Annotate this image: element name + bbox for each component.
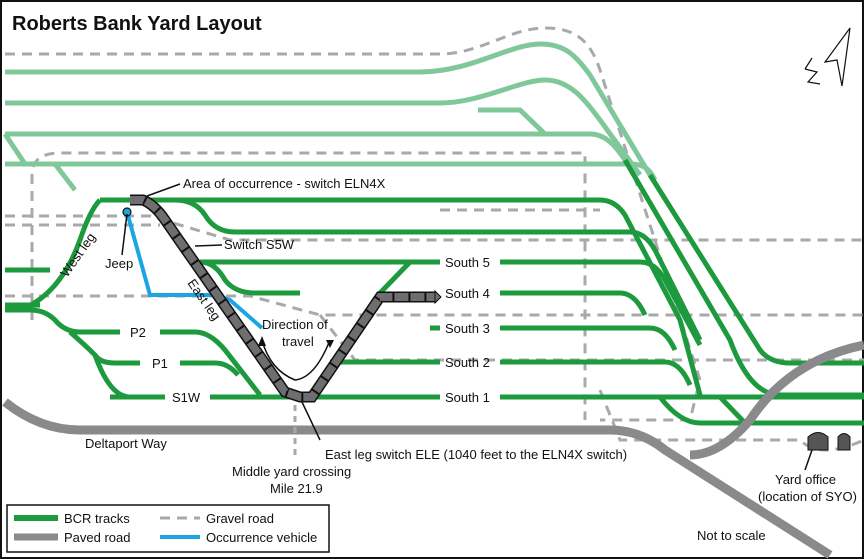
label-middle-crossing: Middle yard crossing [232,464,351,479]
label-south2: South 2 [445,355,490,370]
gravel-roads [5,26,864,452]
north-arrow-icon [804,27,851,87]
label-south3: South 3 [445,321,490,336]
paved-roads [2,340,864,559]
legend: BCR tracks Paved road Gravel road Occurr… [6,504,330,553]
label-syo-location: (location of SYO) [758,489,857,504]
legend-label-tracks: BCR tracks [64,511,130,526]
label-west-leg: West leg [57,230,98,280]
label-direction-1: Direction of [262,317,328,332]
label-south1: South 1 [445,390,490,405]
direction-arrows [258,336,334,381]
legend-label-gravel: Gravel road [206,511,274,526]
label-deltaport-way: Deltaport Way [85,436,167,451]
label-ele-switch: East leg switch ELE (1040 feet to the EL… [325,447,627,462]
legend-label-paved: Paved road [64,530,131,545]
label-not-to-scale: Not to scale [697,528,766,543]
tracks-bcr [5,158,864,426]
label-p1: P1 [152,356,168,371]
leader-lines [121,183,813,471]
label-s1w: S1W [172,390,201,405]
map-title: Roberts Bank Yard Layout [12,13,262,35]
label-direction-2: travel [282,334,314,349]
label-area-of-occurrence: Area of occurrence - switch ELN4X [183,176,386,191]
label-south5: South 5 [445,255,490,270]
label-mile: Mile 21.9 [270,481,323,496]
label-yard-office: Yard office [775,472,836,487]
label-south4: South 4 [445,286,490,301]
tracks-upper [2,41,658,192]
label-jeep: Jeep [105,256,133,271]
yard-office-icon [807,432,851,451]
label-switch-s5w: Switch S5W [224,237,295,252]
train-cars [130,194,442,403]
legend-label-vehicle: Occurrence vehicle [206,530,317,545]
label-p2: P2 [130,325,146,340]
